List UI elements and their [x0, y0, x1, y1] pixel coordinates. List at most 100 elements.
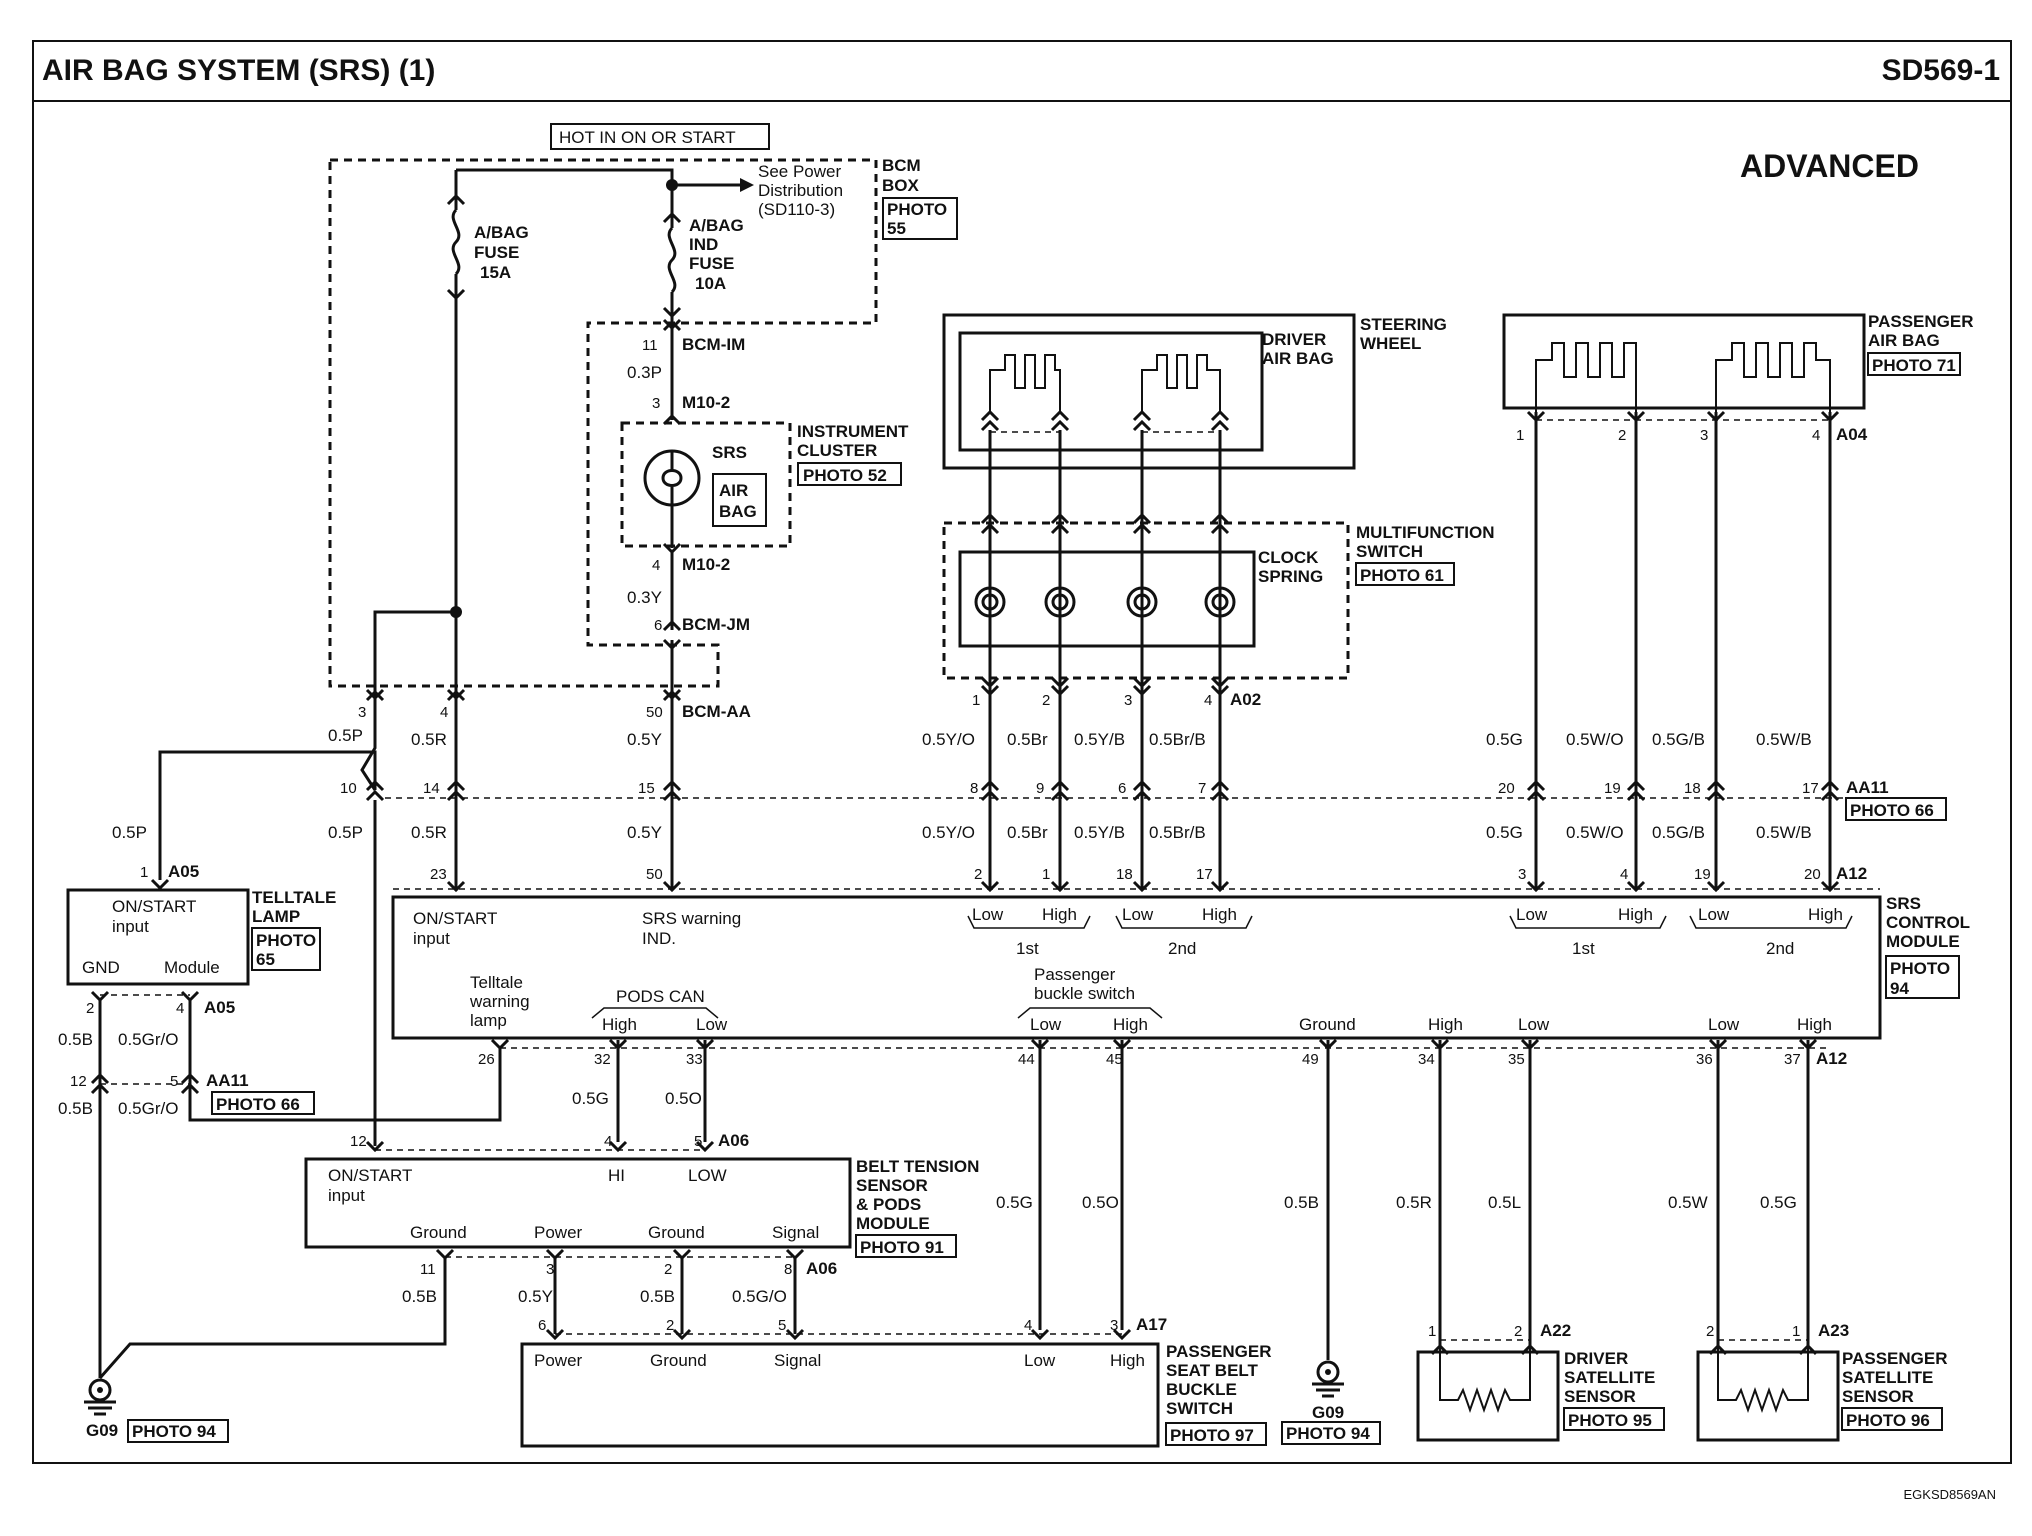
wire-o-c: 0.5O [665, 1089, 702, 1108]
belt-name-1: BELT TENSION [856, 1157, 979, 1176]
conn-bcm-aa: BCM-AA [682, 702, 751, 721]
bcm-box-outline [328, 158, 878, 688]
pin-a12-17: 17 [1196, 866, 1213, 883]
passenger-sensor-resistor-icon [1717, 1346, 1809, 1414]
srs-photo-2: 94 [1890, 979, 1909, 998]
clock-spring-1: CLOCK [1258, 548, 1319, 567]
passenger-satellite-box [1696, 1350, 1840, 1442]
wire-05p-b: 0.5P [328, 823, 363, 842]
conn-a06-top: A06 [718, 1131, 749, 1150]
pin-a12-2: 2 [974, 866, 982, 883]
page-title: AIR BAG SYSTEM (SRS) (1) [42, 54, 436, 87]
aa11b-photo-box [211, 1091, 315, 1115]
pin-a12-18: 18 [1116, 866, 1133, 883]
srs-telltale-1: Telltale [470, 973, 523, 992]
telltale-gnd: GND [82, 958, 120, 977]
instrument-cluster-outline [620, 421, 792, 548]
pin-bcm-jm: 6 [654, 617, 662, 634]
driver-sensor-resistor-icon [1439, 1346, 1531, 1414]
pin-a12-33: 33 [686, 1051, 703, 1068]
srs-name-3: MODULE [1886, 932, 1960, 951]
bcm-box-name-2: BOX [882, 176, 920, 195]
wire-gro-a: 0.5Gr/O [118, 1030, 178, 1049]
pin-a23-1: 1 [1792, 1323, 1800, 1340]
multifunction-switch-outline [942, 521, 1350, 680]
telltale-name-1: TELLTALE [252, 888, 336, 907]
conn-a04: A04 [1836, 425, 1868, 444]
driver-airbag-box [958, 331, 1264, 452]
see-power-arrow-icon [740, 178, 754, 192]
pin-a12-20: 20 [1804, 866, 1821, 883]
driver-sat-1: DRIVER [1564, 1349, 1628, 1368]
buckle-low: Low [1024, 1351, 1056, 1370]
aa11-photo-box [1845, 797, 1947, 821]
wire-05y-b: 0.5Y [627, 823, 662, 842]
belt-ground-1: Ground [410, 1223, 467, 1242]
diagram-code: SD569-1 [1881, 54, 2000, 87]
srs-name-2: CONTROL [1886, 913, 1970, 932]
driver-airbag-1: DRIVER [1262, 330, 1326, 349]
telltale-name-2: LAMP [252, 907, 300, 926]
airbag-lamp-box [712, 473, 767, 527]
wire-g-c: 0.5G [572, 1089, 609, 1108]
wire-yb-a: 0.5Y/B [1074, 730, 1125, 749]
document-code: EGKSD8569AN [1903, 1487, 1997, 1502]
srs-control-module [391, 895, 1882, 1040]
fuse-1-line-2: FUSE [474, 243, 519, 262]
driver-sat-photo: PHOTO 95 [1568, 1411, 1652, 1430]
buckle-name-1: PASSENGER [1166, 1342, 1272, 1361]
belt-low: LOW [688, 1166, 727, 1185]
pin-a04-1: 1 [1516, 427, 1524, 444]
wire-03p: 0.3P [627, 363, 662, 382]
ground-1-id: G09 [86, 1421, 118, 1440]
srs-onstart-2: input [413, 929, 450, 948]
pin-a22-2: 2 [1514, 1323, 1522, 1340]
bcm-box-name-1: BCM [882, 156, 921, 175]
conn-aa11b: AA11 [206, 1071, 249, 1090]
wire-g-b: 0.5G [1486, 823, 1523, 842]
buckle-name-2: SEAT BELT [1166, 1361, 1259, 1380]
hot-label-box [550, 123, 770, 150]
pin-m10-bot: 4 [652, 557, 660, 574]
multifunction-1: MULTIFUNCTION [1356, 523, 1495, 542]
pin-a23-2: 2 [1706, 1323, 1714, 1340]
pin-a17-3: 3 [1110, 1317, 1118, 1334]
belt-ground-2: Ground [648, 1223, 705, 1242]
pin-a04-4: 4 [1812, 427, 1820, 444]
pass-sat-2: SATELLITE [1842, 1368, 1933, 1387]
pab-2nd-high: High [1808, 905, 1843, 924]
wire-05p-a: 0.5P [328, 726, 363, 745]
bcm-photo-2: 55 [887, 219, 906, 238]
pab-photo-box [1867, 352, 1961, 376]
srs-buckle-low: Low [1030, 1015, 1062, 1034]
belt-name-2: SENSOR [856, 1176, 928, 1195]
fuse-2-line-1: A/BAG [689, 216, 744, 235]
srs-buckle-2: buckle switch [1034, 984, 1135, 1003]
conn-a22: A22 [1540, 1321, 1571, 1340]
pin-a12-37: 37 [1784, 1051, 1801, 1068]
wire-wo-b: 0.5W/O [1566, 823, 1624, 842]
wire-g-a: 0.5G [1486, 730, 1523, 749]
wire-go-belt: 0.5G/O [732, 1287, 787, 1306]
driver-sat-photo-box [1563, 1407, 1665, 1431]
srs-bottom-pins [500, 1038, 1830, 1360]
srs-ds-high: High [1428, 1015, 1463, 1034]
srs-onstart-1: ON/START [413, 909, 497, 928]
pin-aa11-17: 17 [1802, 780, 1819, 797]
srs-buckle-high: High [1113, 1015, 1148, 1034]
hot-label: HOT IN ON OR START [559, 128, 736, 147]
buckle-signal: Signal [774, 1351, 821, 1370]
wire-b-b: 0.5B [58, 1099, 93, 1118]
wire-03y: 0.3Y [627, 588, 662, 607]
srs-lamp-label: SRS [712, 443, 747, 462]
buckle-switch-box [520, 1342, 1160, 1448]
belt-hi: HI [608, 1166, 625, 1185]
pin-a02-1: 1 [972, 692, 980, 709]
pin-a12-35: 35 [1508, 1051, 1525, 1068]
pab-1st: 1st [1572, 939, 1595, 958]
multifunction-photo: PHOTO 61 [1360, 566, 1444, 585]
sw-2nd: 2nd [1168, 939, 1196, 958]
srs-pods-low: Low [696, 1015, 728, 1034]
conn-a06-bot: A06 [806, 1259, 837, 1278]
srs-buckle-1: Passenger [1034, 965, 1116, 984]
